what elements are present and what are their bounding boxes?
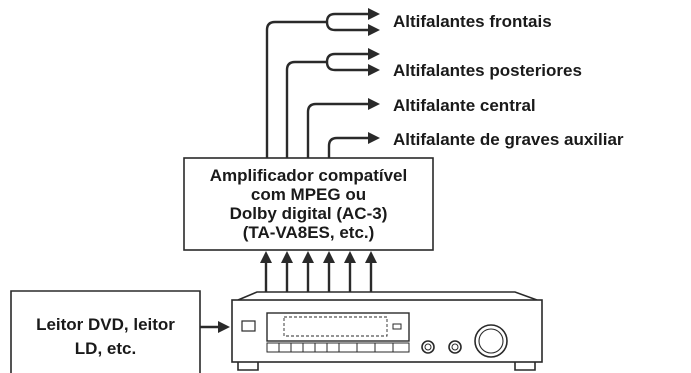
center-speaker-wire xyxy=(306,102,370,160)
subwoofer-label: Altifalante de graves auxiliar xyxy=(393,130,624,149)
up-arrow-6 xyxy=(365,251,377,263)
center-speaker-label: Altifalante central xyxy=(393,96,536,115)
up-arrow-3 xyxy=(302,251,314,263)
rear-speakers-label: Altifalantes posteriores xyxy=(393,61,582,80)
subwoofer-arrow xyxy=(368,132,380,144)
up-arrow-5 xyxy=(344,251,356,263)
amplifier-line-1: Amplificador compatível xyxy=(209,166,408,185)
amplifier-line-2: com MPEG ou xyxy=(250,185,367,204)
rear-speakers-wire xyxy=(285,60,329,160)
source-line-1: Leitor DVD, leitor xyxy=(36,315,175,334)
rear-speakers-split xyxy=(325,52,370,72)
front-arrow-bottom xyxy=(368,24,380,36)
source-box xyxy=(10,290,201,373)
rear-arrow-bottom xyxy=(368,64,380,76)
amplifier-line-4: (TA-VA8ES, etc.) xyxy=(242,223,375,242)
front-speakers-split xyxy=(325,12,370,32)
front-speakers-label: Altifalantes frontais xyxy=(393,12,552,31)
source-label: Leitor DVD, leitor LD, etc. xyxy=(11,313,200,361)
front-speakers-wire xyxy=(265,20,329,160)
amplifier-line-3: Dolby digital (AC-3) xyxy=(229,204,388,223)
up-arrow-2 xyxy=(281,251,293,263)
up-arrow-4 xyxy=(323,251,335,263)
receiver-illustration xyxy=(231,291,543,371)
front-arrow-top xyxy=(368,8,380,20)
rear-arrow-top xyxy=(368,48,380,60)
amplifier-box xyxy=(183,157,434,251)
amplifier-label: Amplificador compatível com MPEG ou Dolb… xyxy=(184,166,433,242)
center-arrow xyxy=(368,98,380,110)
source-to-receiver-arrow xyxy=(218,321,230,333)
up-arrow-1 xyxy=(260,251,272,263)
subwoofer-wire xyxy=(327,136,370,160)
source-line-2: LD, etc. xyxy=(74,339,137,358)
